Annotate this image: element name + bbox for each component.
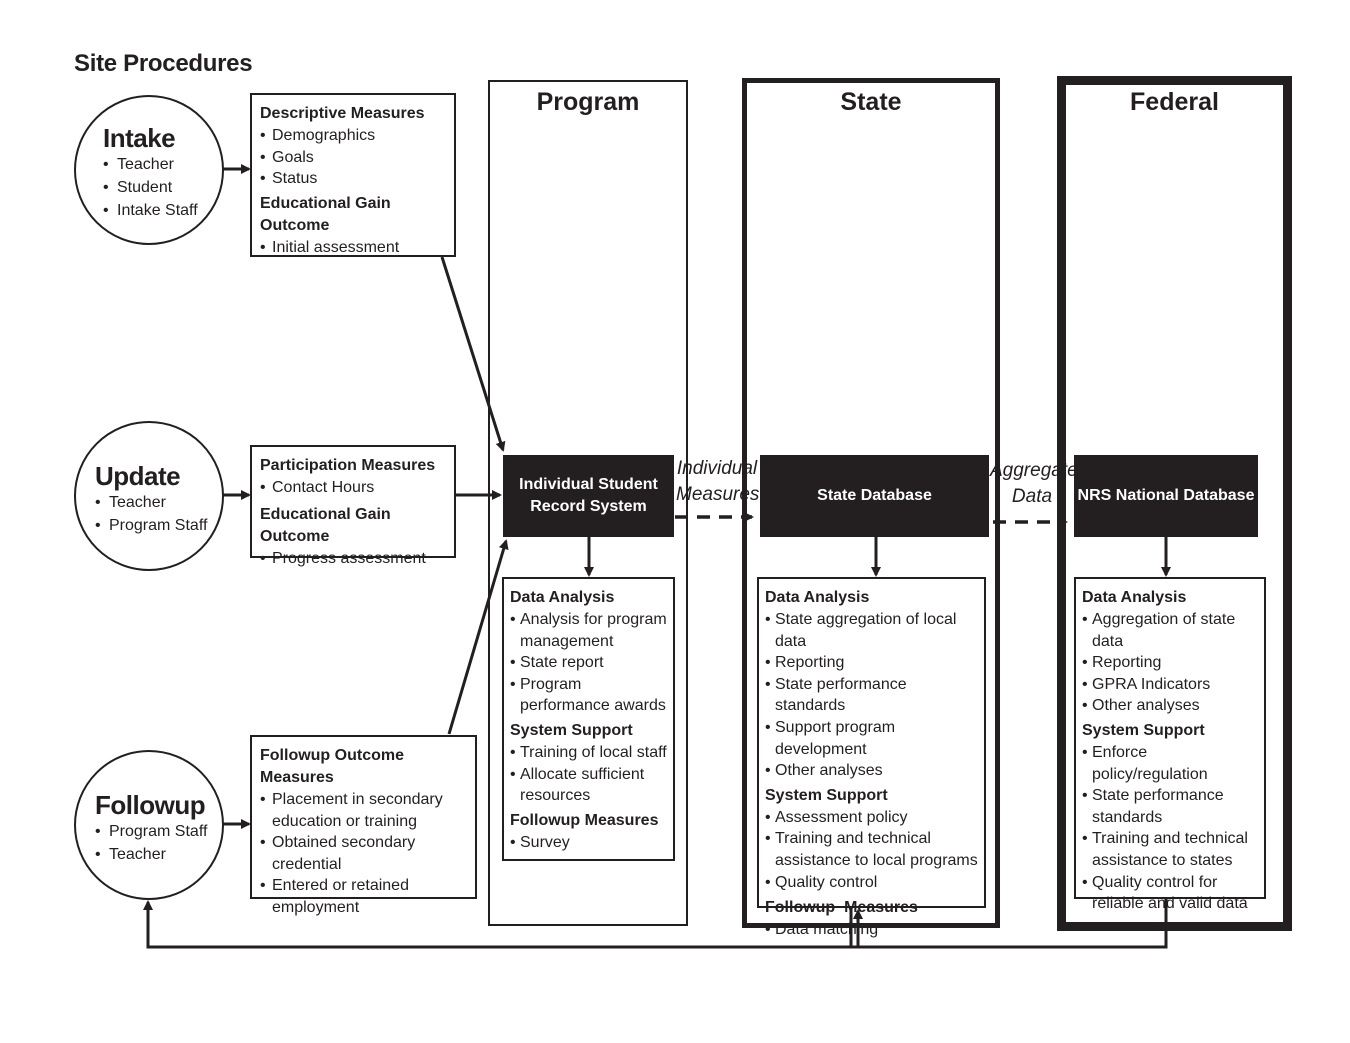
box-heading: Participation Measures	[260, 457, 436, 474]
update-list: Teacher Program Staff	[95, 491, 207, 537]
state-column-title: State	[840, 88, 902, 116]
list-item: Program performance awards	[510, 674, 667, 717]
followup-to-record-arrow	[447, 539, 509, 735]
list-item: Entered or retained employment	[260, 875, 467, 918]
list-item: Enforce policy/regulation	[1082, 742, 1258, 785]
followup-title: Followup	[95, 790, 206, 820]
followup-circle: Followup Program Staff Teacher	[74, 750, 224, 900]
box-list: Progress assessment	[260, 548, 446, 570]
list-item: Training and technical assistance to loc…	[765, 828, 978, 871]
feedback-line-followup	[143, 899, 1168, 949]
box-list: Enforce policy/regulation State performa…	[1082, 742, 1258, 915]
list-item: Support program development	[765, 717, 978, 760]
list-item: Initial assessment	[260, 237, 446, 259]
list-item: State performance standards	[1082, 785, 1258, 828]
intake-circle: Intake Teacher Student Intake Staff	[74, 95, 224, 245]
followup-item: Program Staff	[95, 820, 207, 843]
box-list: Data matching	[765, 919, 978, 941]
list-item: Status	[260, 168, 446, 190]
intake-item: Student	[103, 176, 198, 199]
box-list: Demographics Goals Status	[260, 125, 446, 190]
list-item: Assessment policy	[765, 807, 978, 829]
list-item: Quality control for reliable and valid d…	[1082, 872, 1258, 915]
box-list: Training of local staff Allocate suffici…	[510, 742, 667, 807]
box-list: Analysis for program management State re…	[510, 609, 667, 717]
update-item: Program Staff	[95, 514, 207, 537]
box-heading: System Support	[1082, 721, 1205, 739]
list-item: Data matching	[765, 919, 978, 941]
followup-item: Teacher	[95, 843, 207, 866]
update-item: Teacher	[95, 491, 207, 514]
box-heading: System Support	[510, 721, 633, 739]
aggregate-data-label: Aggregate Data	[990, 460, 1078, 507]
update-title: Update	[95, 461, 181, 491]
list-item: State performance standards	[765, 674, 978, 717]
individual-measures-label: Individual Measures	[676, 458, 760, 505]
intake-title: Intake	[103, 123, 176, 153]
state-processes-box: Data Analysis State aggregation of local…	[757, 577, 986, 938]
list-item: Placement in secondary education or trai…	[260, 789, 467, 832]
box-heading: Data Analysis	[1082, 589, 1187, 606]
box-list: Initial assessment	[260, 237, 446, 259]
box-heading: Followup Measures	[765, 899, 918, 917]
program-column-title: Program	[536, 88, 640, 116]
student-record-system: Individual Student Record System	[503, 455, 674, 537]
list-item: Survey	[510, 832, 667, 854]
federal-column-title: Federal	[1130, 88, 1219, 116]
list-item: Progress assessment	[260, 548, 446, 570]
list-item: Goals	[260, 147, 446, 169]
list-item: Other analyses	[1082, 695, 1258, 717]
list-item: State aggregation of local data	[765, 609, 978, 652]
intake-item: Intake Staff	[103, 199, 198, 222]
descriptive-measures-box: Descriptive Measures Demographics Goals …	[250, 93, 456, 257]
page-title: Site Procedures	[74, 50, 253, 77]
list-item: Quality control	[765, 872, 978, 894]
update-circle: Update Teacher Program Staff	[74, 421, 224, 571]
program-column	[488, 80, 688, 926]
list-item: State report	[510, 652, 667, 674]
intake-list: Teacher Student Intake Staff	[103, 153, 198, 222]
intake-to-record-arrow	[440, 256, 506, 452]
state-database: State Database	[760, 455, 989, 537]
box-list: Contact Hours	[260, 477, 446, 499]
followup-list: Program Staff Teacher	[95, 820, 207, 866]
followup-outcome-box: Followup Outcome Measures Placement in s…	[250, 735, 477, 916]
box-heading: Data Analysis	[765, 589, 870, 606]
box-heading: System Support	[765, 786, 888, 804]
list-item: Other analyses	[765, 760, 978, 782]
list-item: Reporting	[1082, 652, 1258, 674]
box-list: Survey	[510, 832, 667, 854]
box-list: Placement in secondary education or trai…	[260, 789, 467, 919]
list-item: Training and technical assistance to sta…	[1082, 828, 1258, 871]
list-item: Training of local staff	[510, 742, 667, 764]
list-item: GPRA Indicators	[1082, 674, 1258, 696]
list-item: Allocate sufficient resources	[510, 764, 667, 807]
program-processes-box: Data Analysis Analysis for program manag…	[502, 577, 675, 861]
box-heading: Descriptive Measures	[260, 105, 425, 122]
box-list: Aggregation of state data Reporting GPRA…	[1082, 609, 1258, 717]
box-heading: Educational Gain Outcome	[260, 505, 391, 545]
participation-measures-box: Participation Measures Contact Hours Edu…	[250, 445, 456, 567]
list-item: Contact Hours	[260, 477, 446, 499]
box-heading: Followup Outcome Measures	[260, 747, 404, 786]
federal-processes-box: Data Analysis Aggregation of state data …	[1074, 577, 1266, 912]
list-item: Demographics	[260, 125, 446, 147]
nrs-national-database: NRS National Database	[1074, 455, 1258, 537]
intake-item: Teacher	[103, 153, 198, 176]
list-item: Aggregation of state data	[1082, 609, 1258, 652]
box-heading: Followup Measures	[510, 811, 659, 829]
box-heading: Data Analysis	[510, 589, 615, 606]
list-item: Reporting	[765, 652, 978, 674]
list-item: Obtained secondary credential	[260, 832, 467, 875]
federal-column	[1057, 76, 1292, 931]
list-item: Analysis for program management	[510, 609, 667, 652]
box-list: State aggregation of local data Reportin…	[765, 609, 978, 782]
box-list: Assessment policy Training and technical…	[765, 807, 978, 893]
box-heading: Educational Gain Outcome	[260, 194, 391, 234]
